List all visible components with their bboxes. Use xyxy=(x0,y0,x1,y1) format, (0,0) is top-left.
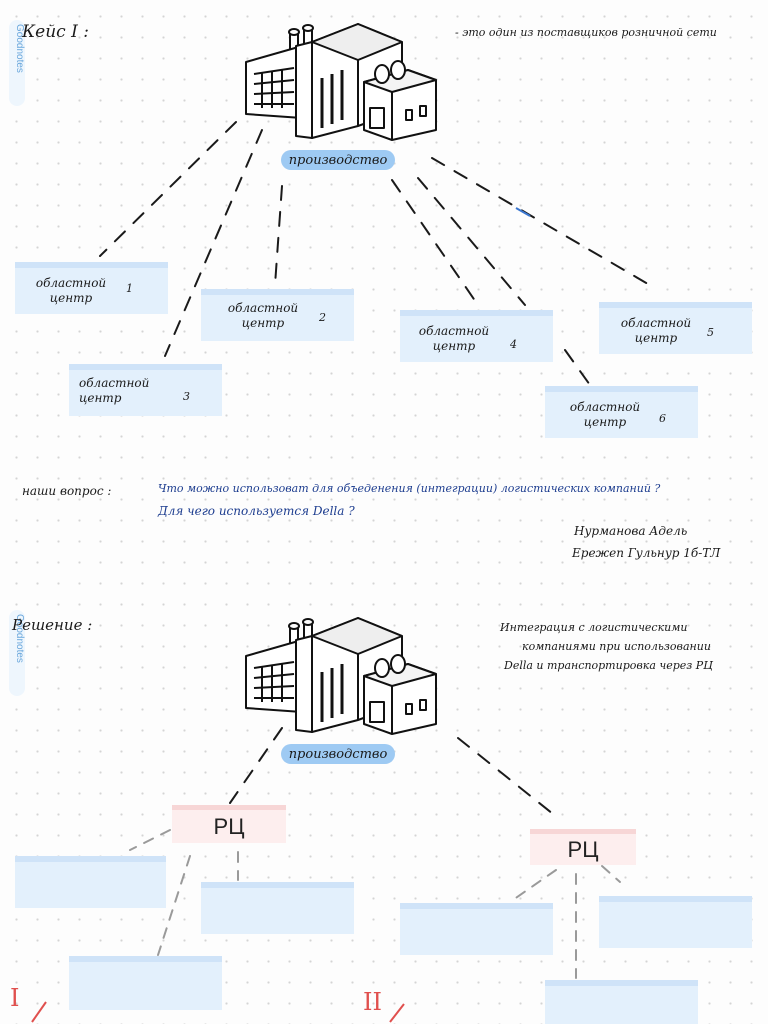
line-to-center-4 xyxy=(391,179,479,306)
line-rc-right-to-box-a xyxy=(509,869,557,903)
destination-box xyxy=(545,980,698,1024)
regional-center-number: 6 xyxy=(659,412,666,425)
destination-box xyxy=(69,956,222,1010)
case-note: - это один из поставщиков розничной сети xyxy=(455,26,717,39)
regional-center-label: областной центр xyxy=(35,276,107,305)
goodnotes-watermark-bottom: Goodnotes xyxy=(9,610,25,696)
regional-center-label: областной центр xyxy=(79,376,150,405)
distribution-center-left: РЦ xyxy=(172,805,286,843)
destination-box xyxy=(599,896,752,948)
factory-icon xyxy=(245,23,437,141)
line-rc-left-to-box-c xyxy=(157,855,191,956)
line-to-center-2 xyxy=(274,185,283,286)
regional-center-label: областной центр xyxy=(620,316,692,345)
line-to-center-5 xyxy=(431,157,649,285)
production-label-bottom: производство xyxy=(281,744,395,764)
regional-center-number: 1 xyxy=(126,282,133,295)
regional-center-label: областной центр xyxy=(569,400,641,429)
author-2: Ережеп Гульнур 1б-ТЛ xyxy=(572,546,721,560)
regional-center-2: областной центр 2 xyxy=(201,289,354,341)
roman-numeral-right: II xyxy=(363,988,382,1016)
destination-box xyxy=(400,903,553,955)
case-heading: Кейс I : xyxy=(22,22,89,42)
question-line-1: Что можно использоват для объеденения (и… xyxy=(158,482,661,495)
goodnotes-watermark-top: Goodnotes xyxy=(9,20,25,106)
regional-center-number: 4 xyxy=(510,338,517,351)
regional-center-1: областной центр 1 xyxy=(15,262,168,314)
line-prod-to-rc-right xyxy=(457,737,559,819)
blue-tick-mark xyxy=(515,207,531,217)
destination-box xyxy=(201,882,354,934)
regional-center-5: областной центр 5 xyxy=(599,302,752,354)
line-rc-left-to-box-a xyxy=(129,829,171,851)
question-line-2: Для чего используется Della ? xyxy=(158,504,355,518)
line-to-center-1 xyxy=(99,121,237,257)
line-to-center-4b xyxy=(417,177,526,306)
solution-note-2: компаниями при использовании xyxy=(522,640,711,653)
regional-center-6: областной центр 6 xyxy=(545,386,698,438)
solution-note-3: Della и транспортировка через РЦ xyxy=(504,659,713,672)
factory-icon xyxy=(245,617,437,735)
red-slash-right xyxy=(389,1003,405,1023)
regional-center-number: 2 xyxy=(319,311,326,324)
regional-center-number: 3 xyxy=(183,390,190,403)
roman-numeral-left: I xyxy=(10,984,20,1012)
regional-center-4: областной центр 4 xyxy=(400,310,553,362)
author-1: Нурманова Адель xyxy=(574,524,688,538)
destination-box xyxy=(15,856,166,908)
solution-note-1: Интеграция с логистическими xyxy=(500,621,688,634)
line-to-center-6 xyxy=(564,349,591,386)
line-to-center-3 xyxy=(164,129,263,357)
regional-center-label: областной центр xyxy=(227,301,299,330)
regional-center-3: областной центр 3 xyxy=(69,364,222,416)
production-label-top: производство xyxy=(281,150,395,170)
line-rc-right-to-box-c xyxy=(601,865,621,883)
solution-heading: Решение : xyxy=(12,616,93,634)
distribution-center-right: РЦ xyxy=(530,829,636,865)
regional-center-label: областной центр xyxy=(418,324,490,353)
regional-center-number: 5 xyxy=(707,326,714,339)
question-label: наши вопрос : xyxy=(22,484,112,498)
red-slash-left xyxy=(31,1001,47,1023)
